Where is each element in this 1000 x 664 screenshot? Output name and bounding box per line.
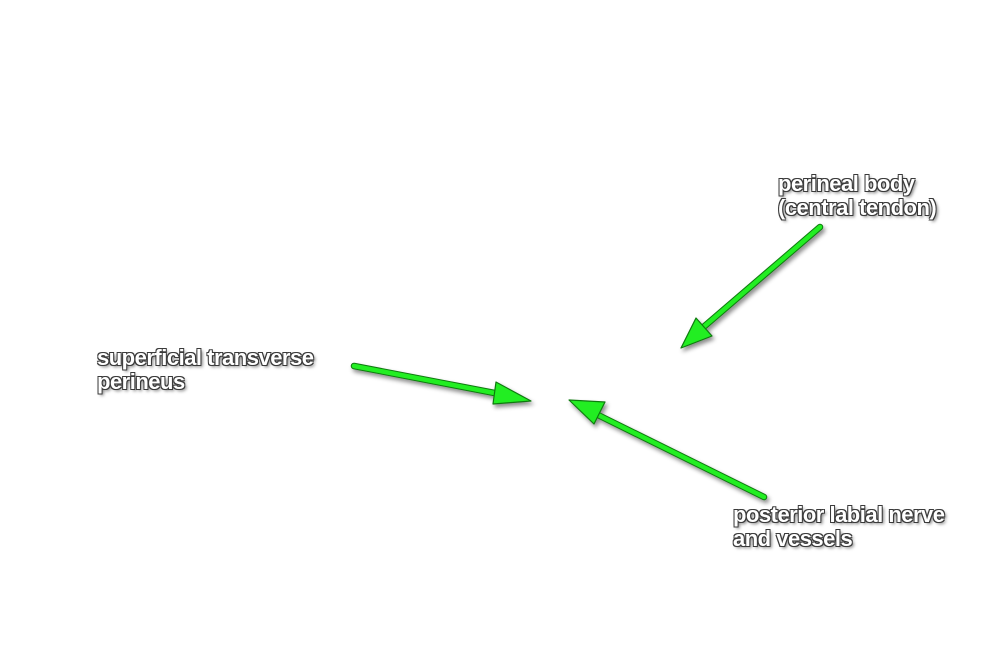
label-posterior-labial-line2: and vessels bbox=[733, 526, 853, 551]
label-superficial-transverse-line1: superficial transverse bbox=[97, 345, 314, 370]
label-posterior-labial-line1: posterior labial nerve bbox=[733, 502, 945, 527]
label-posterior-labial: posterior labial nerve and vessels bbox=[733, 503, 945, 551]
arrow-posterior-labial bbox=[568, 399, 768, 501]
label-superficial-transverse: superficial transverse perineus bbox=[97, 345, 314, 394]
label-perineal-body-line1: perineal body bbox=[778, 171, 915, 196]
label-perineal-body-line2: (central tendon) bbox=[778, 195, 937, 220]
label-perineal-body: perineal body (central tendon) bbox=[778, 171, 937, 220]
arrow-superficial-transverse bbox=[350, 362, 532, 405]
label-superficial-transverse-line2: perineus bbox=[97, 369, 185, 394]
arrow-perineal-body bbox=[680, 223, 824, 349]
